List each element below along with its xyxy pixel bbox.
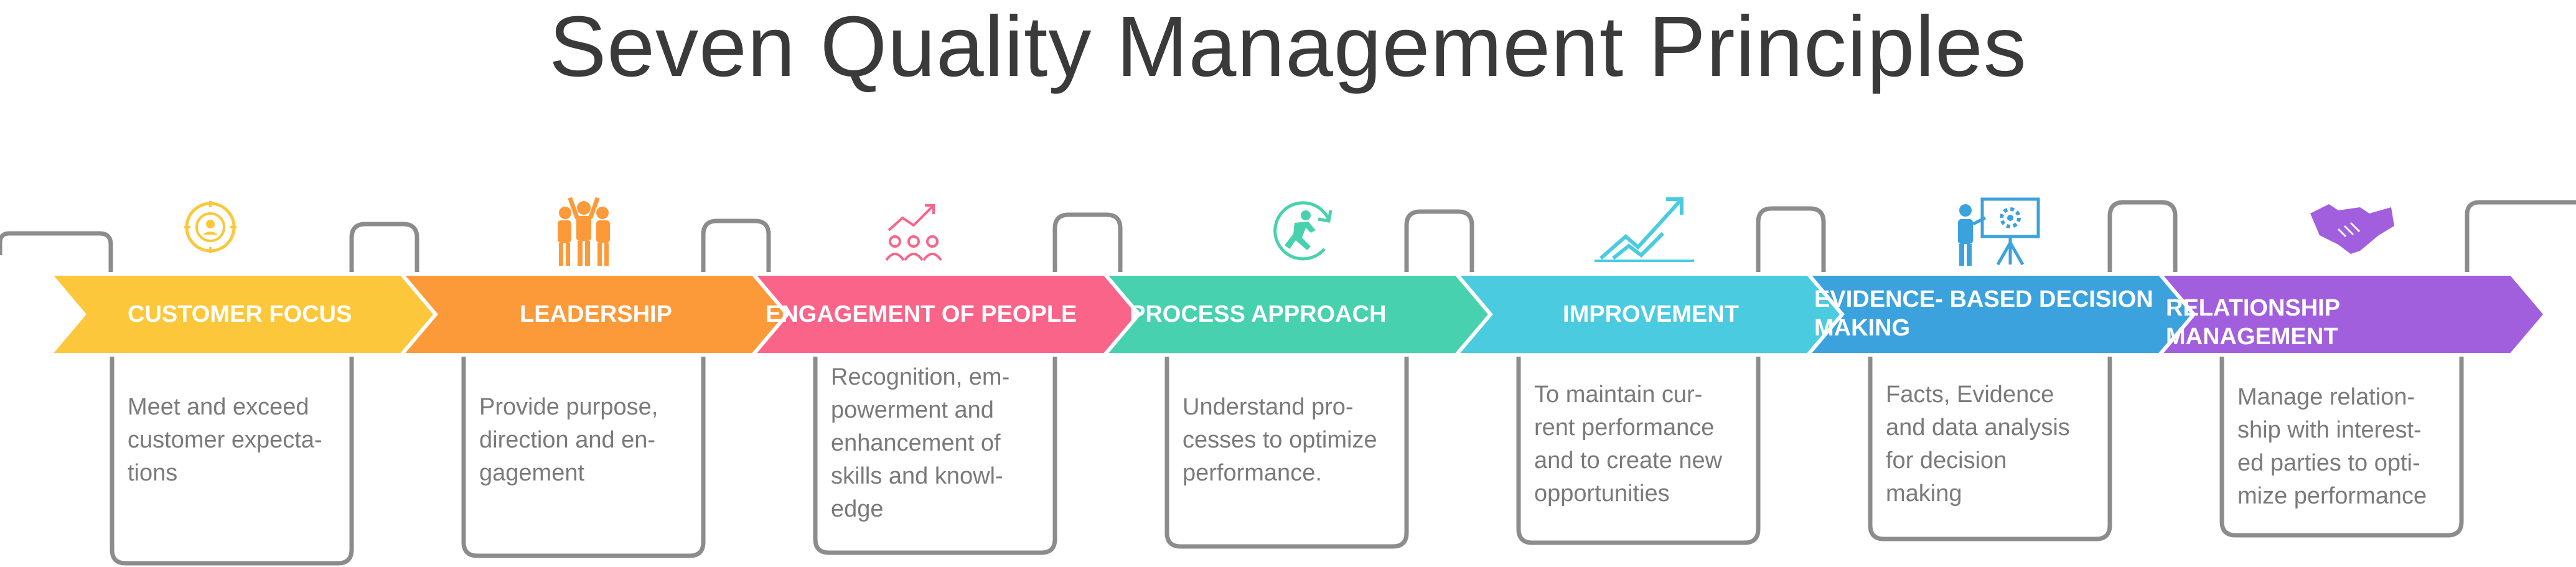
description-line: Meet and exceed — [128, 394, 309, 420]
step-description: Meet and exceed customer expecta-tions — [128, 391, 355, 490]
target-face-icon — [184, 201, 237, 253]
connector-loop — [701, 218, 771, 274]
step-description: To maintain cur-rent performance and to c… — [1534, 378, 1761, 510]
description-line: direction and en- — [479, 427, 656, 453]
description-box-outline — [1516, 355, 1761, 545]
step-description: Recognition, em-powerment and enhancement… — [831, 361, 1058, 526]
connector-loop — [1756, 206, 1826, 274]
description-line: opportunities — [1534, 480, 1670, 507]
description-line: Understand pro- — [1183, 394, 1354, 420]
description-line: powerment and — [831, 397, 994, 423]
description-box-outline — [461, 355, 706, 558]
step-description: Facts, Evidence and data analysis for deci… — [1886, 378, 2113, 510]
left-edge-hook — [0, 231, 113, 274]
description-line: and data analysis — [1886, 415, 2070, 441]
step-arrow — [2155, 272, 2548, 357]
presentation-board-icon — [1958, 197, 2040, 266]
step-title: ENGAGEMENT OF PEOPLE — [766, 301, 1077, 327]
team-leader-icon — [558, 197, 610, 266]
description-line: cesses to optimize — [1183, 427, 1377, 453]
step-title: EVIDENCE- BASED DECISION MAKING — [1814, 286, 2153, 341]
step-title: IMPROVEMENT — [1563, 301, 1739, 327]
runner-cycle-icon — [1273, 201, 1332, 261]
description-box-outline — [1164, 355, 1409, 549]
handshake-icon — [2310, 204, 2394, 254]
description-line: Facts, Evidence — [1886, 382, 2054, 408]
description-line: customer expecta- — [128, 427, 322, 453]
description-box-outline — [110, 355, 354, 566]
description-line: and to create new — [1534, 448, 1723, 474]
description-line: Manage relation- — [2237, 384, 2415, 410]
connector-loop — [349, 222, 419, 274]
connector-outlines — [0, 200, 2576, 566]
description-box-outline — [813, 355, 1057, 555]
step-description: Manage relation-ship with interest-ed pa… — [2237, 381, 2465, 513]
connector-loop — [1404, 209, 1474, 274]
right-edge-hook — [2465, 200, 2576, 274]
description-box-outline — [2219, 355, 2464, 538]
description-line: gagement — [479, 460, 585, 486]
description-line: Recognition, em- — [831, 364, 1010, 390]
description-line: To maintain cur- — [1534, 382, 1703, 408]
step-title: LEADERSHIP — [520, 301, 672, 327]
description-line: making — [1886, 480, 1962, 507]
step-title: CUSTOMER FOCUS — [128, 301, 352, 327]
step-description: Provide purpose, direction and en-gagemen… — [479, 391, 706, 490]
step-title: PROCESS APPROACH — [1130, 301, 1387, 327]
description-line: ed parties to opti- — [2237, 450, 2420, 476]
connector-loop — [1052, 212, 1123, 274]
description-line: rent performance — [1534, 415, 1715, 441]
people-growth-icon — [885, 204, 942, 261]
description-line: enhancement of — [831, 430, 1001, 456]
step-description: Understand pro-cesses to optimize perform… — [1183, 391, 1410, 490]
step-title: RELATIONSHIP MANAGEMENT — [2166, 295, 2340, 350]
description-line: edge — [831, 496, 884, 522]
description-box-outline — [1868, 355, 2112, 541]
description-line: performance. — [1183, 460, 1322, 486]
connector-loop — [2107, 200, 2178, 274]
description-line: mize performance — [2237, 483, 2427, 509]
rising-trend-icon — [1595, 197, 1694, 262]
description-line: tions — [128, 460, 178, 486]
description-line: Provide purpose, — [479, 394, 658, 420]
arrow-bands — [45, 272, 2548, 357]
description-line: skills and knowl- — [831, 463, 1003, 489]
description-line: for decision — [1886, 448, 2007, 474]
description-line: ship with interest- — [2237, 417, 2422, 443]
page-title: Seven Quality Management Principles — [549, 0, 2027, 95]
